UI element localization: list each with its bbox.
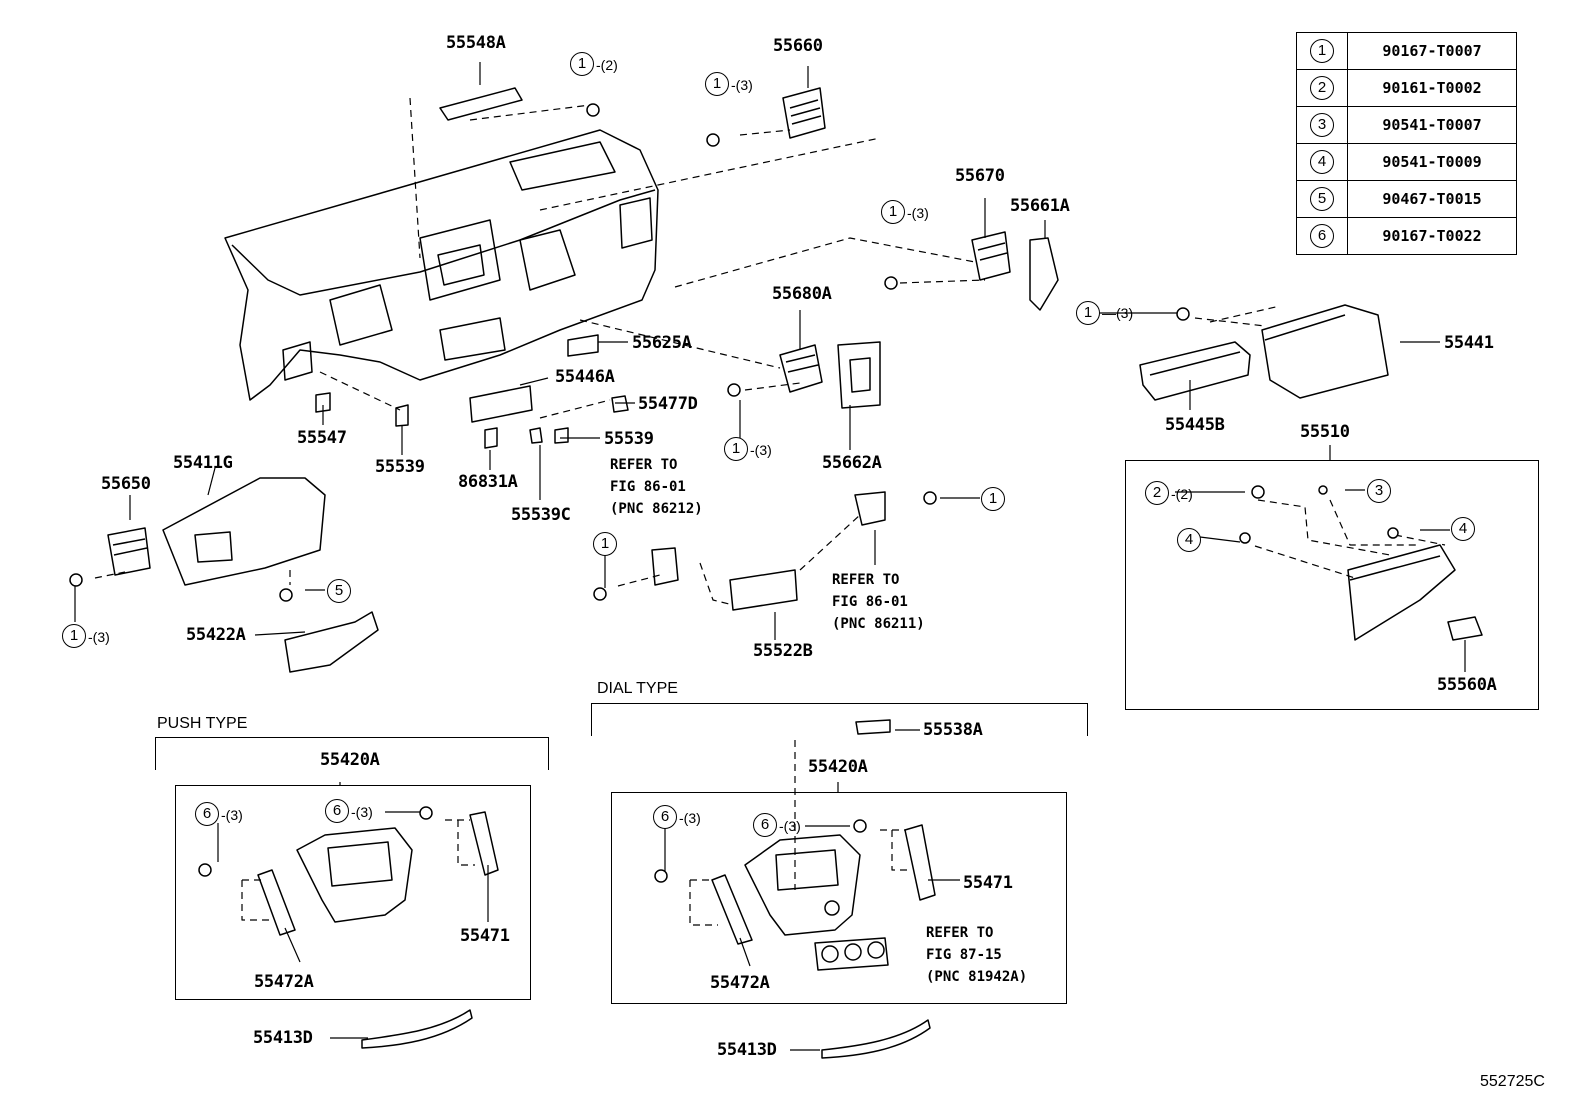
part-label-55420A-push: 55420A [320,750,380,770]
part-label-55477D: 55477D [638,394,698,414]
dial-type-box [611,792,1067,1004]
quantity-label: -(3) [88,629,110,645]
small-parts-drawing [107,87,1483,1059]
push-type-box [175,785,531,1000]
part-number: 90167-T0022 [1347,217,1517,255]
fastener-callout: 1 [62,624,86,648]
fastener-callout: 1 [593,532,617,556]
fastener-callout: 1 [881,200,905,224]
part-label-55680A: 55680A [772,284,832,304]
part-label-55539C: 55539C [511,505,571,525]
dial-type-caption: DIAL TYPE [597,680,678,697]
callout-number: 6 [1310,224,1334,248]
part-number: 90541-T0007 [1347,106,1517,144]
table-row: 6 90167-T0022 [1296,217,1517,255]
quantity-label: -(3) [907,205,929,221]
quantity-label: -(3) [679,810,701,826]
part-label-55510: 55510 [1300,422,1350,442]
part-label-55446A: 55446A [555,367,615,387]
reference-note-81942A: REFER TO FIG 87-15 (PNC 81942A) [926,925,1028,985]
reference-note-86211: REFER TO FIG 86-01 (PNC 86211) [832,572,925,632]
quantity-label: -(3) [750,442,772,458]
part-label-55538A: 55538A [923,720,983,740]
fastener-callout: 3 [1367,479,1391,503]
part-number: 90541-T0009 [1347,143,1517,181]
part-number: 90167-T0007 [1347,32,1517,70]
part-label-55471-push: 55471 [460,926,510,946]
fastener-callout: 6 [195,802,219,826]
fastener-callout: 5 [327,579,351,603]
part-label-55662A: 55662A [822,453,882,473]
part-label-86831A: 86831A [458,472,518,492]
part-label-55625A: 55625A [632,333,692,353]
callout-number: 4 [1310,150,1334,174]
table-row: 5 90467-T0015 [1296,180,1517,218]
part-label-55539: 55539 [604,429,654,449]
quantity-label: -(3) [779,818,801,834]
part-label-55441: 55441 [1444,333,1494,353]
part-label-55670: 55670 [955,166,1005,186]
callout-number: 1 [1310,39,1334,63]
part-number: 90467-T0015 [1347,180,1517,218]
quantity-label: -(2) [596,57,618,73]
fastener-callout: 4 [1451,517,1475,541]
part-label-55472A-dial: 55472A [710,973,770,993]
fastener-callout: 1 [570,52,594,76]
fastener-callout: 1 [724,437,748,461]
table-row: 3 90541-T0007 [1296,106,1517,144]
part-label-55522B: 55522B [753,641,813,661]
callout-number: 2 [1310,76,1334,100]
callout-number: 3 [1310,113,1334,137]
push-type-caption: PUSH TYPE [157,715,248,732]
table-row: 2 90161-T0002 [1296,69,1517,107]
part-number: 90161-T0002 [1347,69,1517,107]
quantity-label: -(2) [1171,486,1193,502]
fastener-callout: 1 [981,487,1005,511]
quantity-label: -(3) [351,804,373,820]
part-label-55471-dial: 55471 [963,873,1013,893]
fastener-callout: 1 [1076,301,1100,325]
part-label-55422A: 55422A [186,625,246,645]
part-label-55413D-dial: 55413D [717,1040,777,1060]
dial-type-frame [591,703,1088,736]
part-label-55539: 55539 [375,457,425,477]
quantity-label: —(3) [1102,305,1134,321]
part-label-55413D-push: 55413D [253,1028,313,1048]
fastener-callout: 4 [1177,528,1201,552]
fastener-key-table: 1 90167-T0007 2 90161-T0002 3 90541-T000… [1296,32,1517,255]
instrument-panel-drawing [224,129,659,401]
fastener-callout: 1 [705,72,729,96]
fastener-callout: 6 [753,813,777,837]
table-row: 4 90541-T0009 [1296,143,1517,181]
part-label-55445B: 55445B [1165,415,1225,435]
part-label-55472A-push: 55472A [254,972,314,992]
reference-note-86212: REFER TO FIG 86-01 (PNC 86212) [610,457,703,517]
part-label-55411G: 55411G [173,453,233,473]
part-label-55661A: 55661A [1010,196,1070,216]
quantity-label: -(3) [221,807,243,823]
part-label-55420A-dial: 55420A [808,757,868,777]
diagram-id: 552725C [1480,1073,1545,1090]
callout-number: 5 [1310,187,1334,211]
part-label-55547: 55547 [297,428,347,448]
table-row: 1 90167-T0007 [1296,32,1517,70]
part-label-55660: 55660 [773,36,823,56]
part-label-55560A: 55560A [1437,675,1497,695]
fastener-callout: 6 [325,799,349,823]
quantity-label: -(3) [731,77,753,93]
fastener-callout: 2 [1145,481,1169,505]
glovebox-assembly-box [1125,460,1539,710]
fastener-callout: 6 [653,805,677,829]
part-label-55548A: 55548A [446,33,506,53]
push-type-frame [155,737,549,770]
part-label-55650: 55650 [101,474,151,494]
